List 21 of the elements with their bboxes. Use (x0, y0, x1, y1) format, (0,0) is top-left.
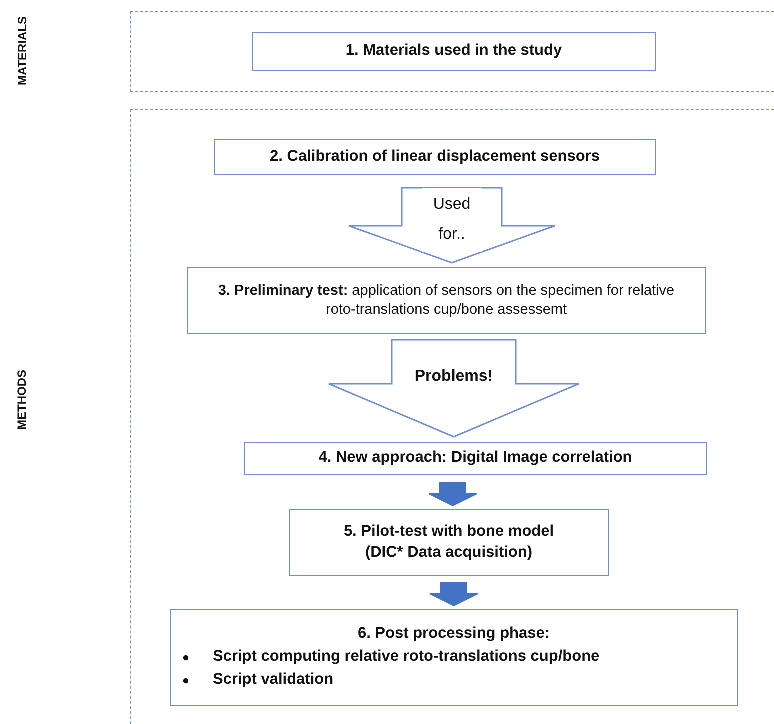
step-text: 1. Materials used in the study (346, 41, 562, 62)
process-box (252, 32, 656, 71)
process-box (289, 509, 609, 576)
process-box (244, 442, 707, 475)
step-text: 4. New approach: Digital Image correlation (318, 448, 632, 468)
step-text: 6. Post processing phase: (358, 624, 550, 644)
section-band (130, 109, 774, 724)
section-label: MATERIALS (15, 16, 30, 86)
edge-label: Used for.. (422, 188, 482, 252)
block-arrow (428, 482, 478, 507)
process-box (170, 609, 738, 706)
step-text: 2. Calibration of linear displacement sensors (270, 146, 600, 167)
step-text: 3. Preliminary test: application of sensors on the specimen for relative roto-translations cup/bone assessemt (217, 282, 676, 320)
block-arrow (430, 582, 478, 607)
step-text: 5. Pilot-test with bone model (DIC* Data acquisition) (342, 522, 556, 562)
section-label: METHODS (15, 370, 29, 430)
process-box (187, 267, 706, 334)
section-band (130, 11, 774, 92)
process-box (214, 139, 656, 175)
bullet-item: Script computing relative roto-translations cup/bone (179, 646, 729, 669)
bullet-item: Script validation (179, 668, 729, 692)
